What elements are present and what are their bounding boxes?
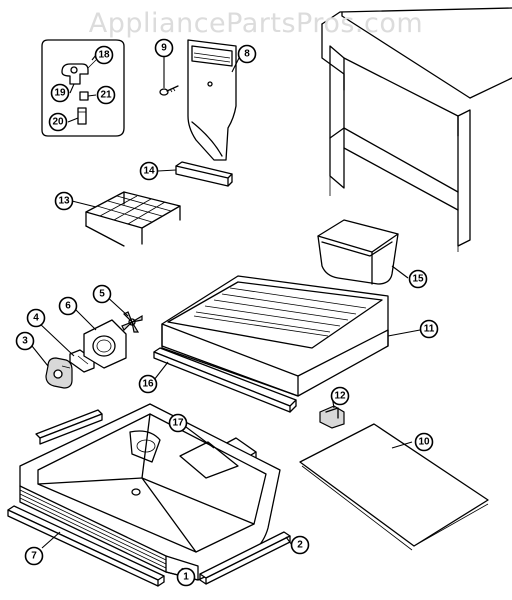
- svg-text:11: 11: [424, 324, 435, 335]
- callout-17: 17: [168, 413, 188, 433]
- callout-5: 5: [92, 284, 112, 304]
- part-14-strip: [175, 161, 233, 187]
- callout-12: 12: [330, 386, 350, 406]
- callout-20: 20: [48, 112, 68, 132]
- callout-19: 19: [50, 83, 70, 103]
- svg-text:20: 20: [52, 117, 64, 128]
- svg-text:14: 14: [143, 166, 155, 177]
- svg-text:3: 3: [22, 336, 28, 347]
- part-15-bin: [317, 219, 399, 285]
- callout-8: 8: [237, 44, 257, 64]
- rear-left-strip: [35, 409, 103, 445]
- callout-18: 18: [94, 45, 114, 65]
- svg-text:8: 8: [244, 49, 250, 60]
- callout-10: 10: [414, 432, 434, 452]
- callout-11: 11: [419, 319, 439, 339]
- svg-text:2: 2: [297, 540, 303, 551]
- svg-text:6: 6: [65, 301, 71, 312]
- part-16-trim-strip: [153, 347, 297, 413]
- svg-text:15: 15: [412, 274, 424, 285]
- part-6-fan-shroud: [83, 319, 127, 369]
- callout-7: 7: [24, 546, 44, 566]
- callout-4: 4: [26, 308, 46, 328]
- part-9-screw: [159, 85, 179, 96]
- svg-text:12: 12: [334, 391, 346, 402]
- part-11-crisper-cover: [161, 275, 389, 397]
- callout-3: 3: [15, 331, 35, 351]
- svg-text:10: 10: [418, 437, 430, 448]
- callout-9: 9: [154, 38, 174, 58]
- callout-15: 15: [408, 269, 428, 289]
- svg-text:1: 1: [183, 572, 189, 583]
- inset-parts-box: [41, 39, 125, 137]
- callout-1: 1: [176, 567, 196, 587]
- part-5-fan-blade: [121, 311, 143, 333]
- svg-text:18: 18: [98, 50, 110, 61]
- part-13-wire-shelf: [85, 191, 181, 247]
- callout-16: 16: [138, 374, 158, 394]
- svg-text:16: 16: [142, 379, 154, 390]
- part-10-glass-shelf: [299, 423, 489, 551]
- svg-text:21: 21: [100, 90, 112, 101]
- part-3-thermostat: [45, 357, 73, 389]
- part-12-bracket: [319, 405, 345, 429]
- callout-6: 6: [58, 296, 78, 316]
- svg-text:9: 9: [161, 43, 167, 54]
- svg-text:19: 19: [54, 88, 66, 99]
- callout-14: 14: [139, 161, 159, 181]
- part-8-control-housing: [187, 39, 237, 161]
- callout-13: 13: [54, 191, 74, 211]
- part-2-strip: [199, 531, 291, 585]
- svg-text:17: 17: [172, 418, 184, 429]
- svg-text:4: 4: [33, 313, 39, 324]
- callout-21: 21: [96, 85, 116, 105]
- cabinet-outline: [321, 7, 512, 252]
- svg-text:13: 13: [58, 196, 70, 207]
- part-7-strip: [7, 505, 165, 587]
- svg-text:7: 7: [31, 551, 37, 562]
- leader-lines: [31, 54, 421, 575]
- callout-2: 2: [290, 535, 310, 555]
- svg-text:5: 5: [99, 289, 105, 300]
